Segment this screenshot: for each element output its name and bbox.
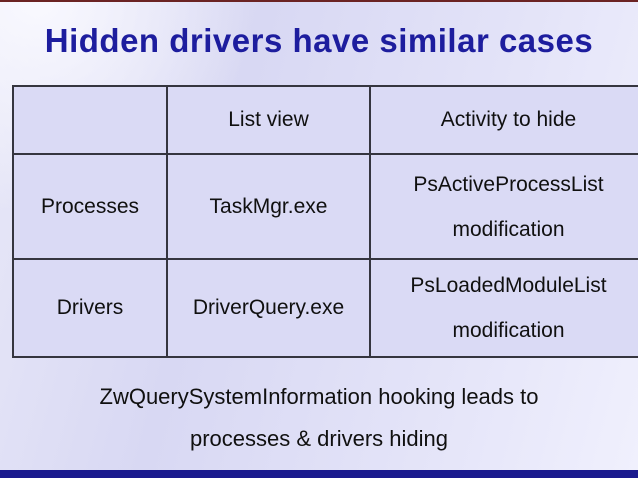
cell-drivers-activity: PsLoadedModuleList modification — [369, 258, 638, 358]
cell-processes-list-view: TaskMgr.exe — [166, 153, 371, 260]
footer-note-line2: processes & drivers hiding — [189, 426, 448, 451]
cell-processes-label: Processes — [12, 153, 168, 260]
table-header-row: List view Activity to hide — [12, 85, 638, 155]
header-cell-list-view: List view — [166, 85, 371, 155]
header-cell-activity-to-hide: Activity to hide — [369, 85, 638, 155]
table-row-drivers: Drivers DriverQuery.exe PsLoadedModuleLi… — [12, 258, 638, 358]
cell-drivers-activity-line1: PsLoadedModuleList — [410, 274, 607, 297]
cell-processes-activity: PsActiveProcessList modification — [369, 153, 638, 260]
bottom-accent-bar — [0, 470, 638, 478]
footer-note-line1: ZwQuerySystemInformation hooking leads t… — [99, 384, 539, 409]
top-accent-line — [0, 0, 638, 2]
cell-drivers-list-view: DriverQuery.exe — [166, 258, 371, 358]
table-row-processes: Processes TaskMgr.exe PsActiveProcessLis… — [12, 153, 638, 260]
comparison-table: List view Activity to hide Processes Tas… — [12, 85, 638, 358]
slide-title: Hidden drivers have similar cases — [44, 22, 594, 59]
header-cell-empty — [12, 85, 168, 155]
cell-processes-activity-line2: modification — [452, 217, 565, 241]
cell-drivers-label: Drivers — [12, 258, 168, 358]
footer-note: ZwQuerySystemInformation hooking leads t… — [0, 376, 638, 460]
cell-drivers-activity-line2: modification — [452, 319, 565, 342]
cell-processes-activity-line1: PsActiveProcessList — [413, 172, 604, 196]
